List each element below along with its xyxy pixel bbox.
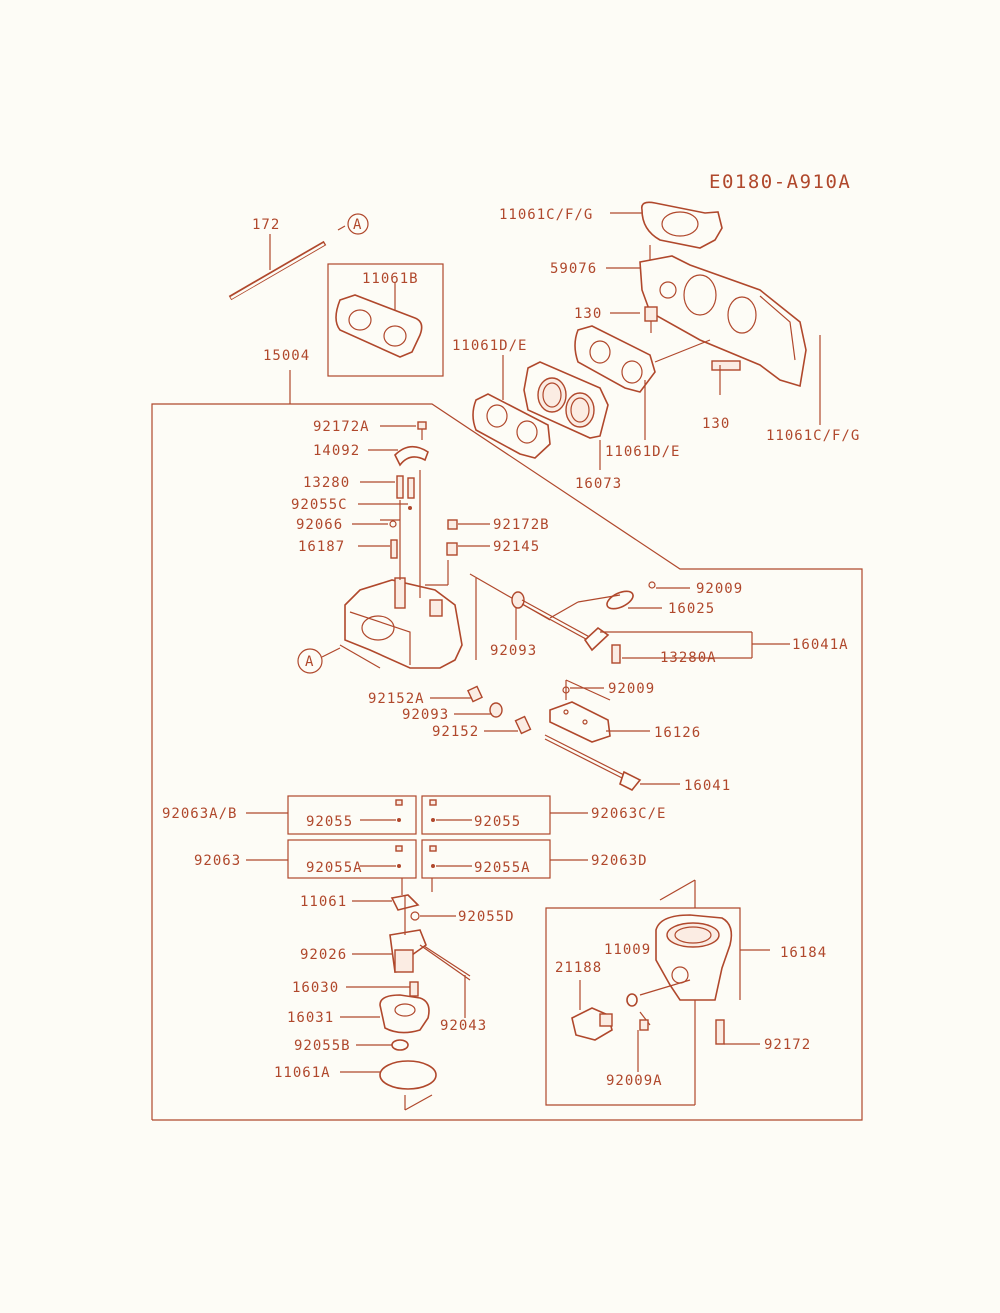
label-11009: 11009 [604,942,651,958]
label-16126: 16126 [654,725,701,741]
callout-ref-top: A [353,217,362,233]
label-130-a: 130 [574,306,602,322]
upper-leader-lines [502,212,821,470]
label-15004: 15004 [263,348,310,364]
label-21188: 21188 [555,960,602,976]
label-130-b: 130 [702,416,730,432]
label-11061A: 11061A [274,1065,331,1081]
label-16184: 16184 [780,945,827,961]
gasket-11061B [327,263,444,377]
label-92043: 92043 [440,1018,487,1034]
label-92055C: 92055C [291,497,348,513]
label-16030: 16030 [292,980,339,996]
label-92055B: 92055B [294,1038,351,1054]
jet-boxes [287,795,551,895]
label-16025: 16025 [668,601,715,617]
label-11061DE-b: 11061D/E [605,444,680,460]
label-13280A: 13280A [660,650,717,666]
label-11061: 11061 [300,894,347,910]
label-92093-b: 92093 [402,707,449,723]
carburetor-assembly-frame [151,370,863,1121]
callout-ref-body: A [305,654,314,670]
label-92063CE: 92063C/E [591,806,666,822]
label-92066: 92066 [296,517,343,533]
label-59076: 59076 [550,261,597,277]
callout-circle-body [297,648,323,674]
label-11061CFG-top: 11061C/F/G [499,207,593,223]
label-11061CFG-right: 11061C/F/G [766,428,860,444]
label-92055A-a: 92055A [306,860,363,876]
main-leader-lines [246,425,790,1073]
gasket-11061DE-upper [574,325,656,393]
label-16031: 16031 [287,1010,334,1026]
carburetor-body: A [297,470,463,674]
label-14092: 14092 [313,443,360,459]
part-labels: 172 11061B 15004 11061C/F/G 59076 130 11… [162,207,860,1089]
label-92152A: 92152A [368,691,425,707]
label-11061DE-a: 11061D/E [452,338,527,354]
label-92063D: 92063D [591,853,648,869]
intake-manifold-59076 [639,201,807,388]
label-92026: 92026 [300,947,347,963]
label-92009-a: 92009 [696,581,743,597]
label-92055-a: 92055 [306,814,353,830]
label-92172: 92172 [764,1037,811,1053]
label-172: 172 [252,217,280,233]
insulator-16073 [523,361,609,439]
label-92063: 92063 [194,853,241,869]
label-16041: 16041 [684,778,731,794]
label-13280: 13280 [303,475,350,491]
label-92055-b: 92055 [474,814,521,830]
label-92172A: 92172A [313,419,370,435]
gasket-11061DE-lower [472,393,551,459]
diagram-code: E0180-A910A [709,171,851,193]
label-16041A: 16041A [792,637,849,653]
label-92145: 92145 [493,539,540,555]
label-92063AB: 92063A/B [162,806,237,822]
callout-circle-top [347,213,369,235]
carb-small-parts [389,421,458,559]
label-92009-b: 92009 [608,681,655,697]
label-16073: 16073 [575,476,622,492]
label-92055D: 92055D [458,909,515,925]
label-11061B: 11061B [362,271,419,287]
label-92009A: 92009A [606,1073,663,1089]
stud-172: A [228,213,369,301]
label-92172B: 92172B [493,517,550,533]
solenoid-assembly-box [545,879,770,1106]
label-92152: 92152 [432,724,479,740]
throttle-shaft-parts [469,573,656,664]
label-92055A-b: 92055A [474,860,531,876]
label-16187: 16187 [298,539,345,555]
float-bowl-parts [379,894,471,1111]
label-92093-a: 92093 [490,643,537,659]
